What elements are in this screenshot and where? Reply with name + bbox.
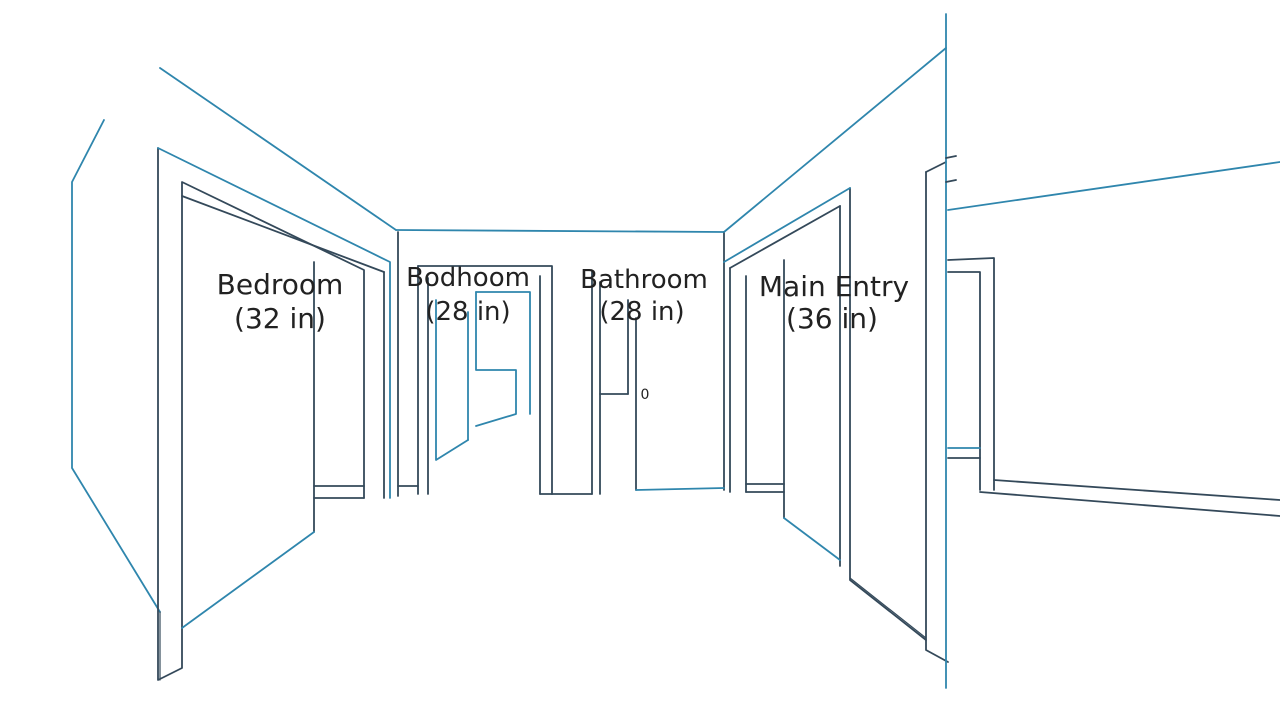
bedroom-label-name: Bedroom xyxy=(217,268,344,301)
bathroom-door-frame xyxy=(551,271,725,495)
second-bedroom-label: Bodhoom (28 in) xyxy=(406,263,530,327)
bedroom-door-frame xyxy=(157,147,391,681)
main-entry-label: Main Entry (36 in) xyxy=(759,270,909,335)
main-entry-label-width: (36 in) xyxy=(786,302,878,335)
bathroom-label-width: (28 in) xyxy=(599,297,684,327)
hall-back-wall xyxy=(395,229,725,497)
right-room xyxy=(947,161,1280,517)
left-baseboard xyxy=(313,485,365,499)
right-ceiling-line xyxy=(723,47,947,233)
main-entry-label-name: Main Entry xyxy=(759,270,909,303)
bathroom-label: Bathroom (28 in) xyxy=(580,265,708,327)
bedroom-label: Bedroom (32 in) xyxy=(217,268,344,335)
main-entry-door-leaf xyxy=(783,259,841,561)
right-wall-corner xyxy=(849,13,957,689)
door-knob-mark: 0 xyxy=(641,387,650,403)
bedroom-label-width: (32 in) xyxy=(234,302,326,335)
second-bedroom-label-width: (28 in) xyxy=(425,297,510,327)
bedroom-door-leaf xyxy=(181,261,315,629)
left-far-wall xyxy=(71,119,161,613)
second-bedroom-door-frame xyxy=(397,265,553,495)
main-entry-door-frame xyxy=(723,187,927,641)
bathroom-label-name: Bathroom xyxy=(580,265,708,295)
left-ceiling-line xyxy=(159,67,397,231)
second-bedroom-label-name: Bodhoom xyxy=(406,263,530,293)
